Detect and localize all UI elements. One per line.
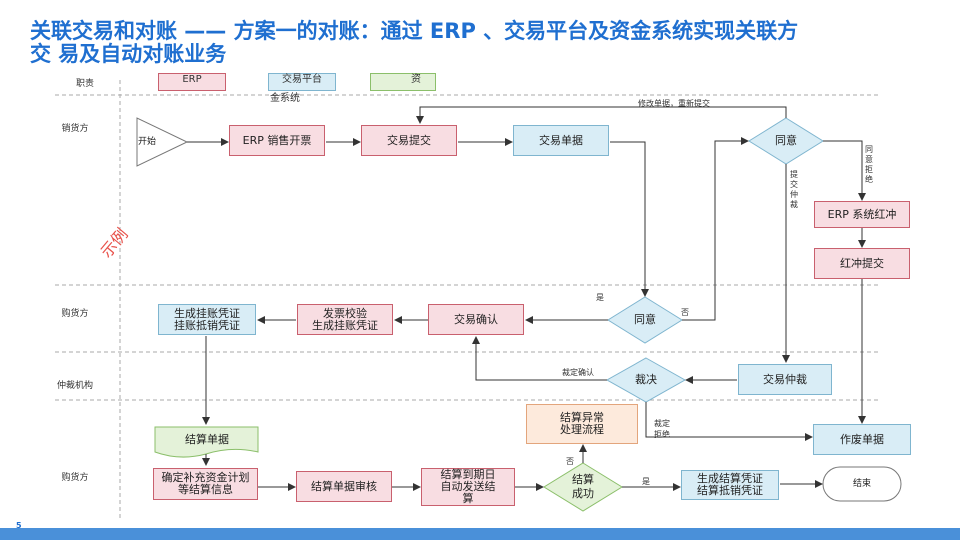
page-number: 5 <box>16 521 22 530</box>
page-title: 关联交易和对账 —— 方案一的对账：通过 ERP 、交易平台及资金系统实现关联方… <box>30 20 930 66</box>
note-yes-mid: 是 <box>596 293 604 302</box>
legend-header: 职责 <box>75 79 94 89</box>
legend-fund: 资 <box>370 73 436 91</box>
settle-review-node[interactable]: 结算单据审核 <box>296 471 392 502</box>
swimlane-dividers <box>55 80 880 520</box>
lane-buyer-2: 购货方 <box>61 473 89 483</box>
connectors <box>187 106 866 491</box>
settle-success-diamond-shape <box>543 462 623 512</box>
redflush-submit-node[interactable]: 红冲提交 <box>814 248 910 279</box>
settle-success-decision[interactable]: 结算 成功 <box>572 473 594 500</box>
erp-invoice-node[interactable]: ERP 销售开票 <box>229 125 325 156</box>
settle-exception-node[interactable]: 结算异常 处理流程 <box>526 404 638 444</box>
lane-arbitration: 仲裁机构 <box>56 381 93 391</box>
title-line-2: 交 易及自动对账业务 <box>30 42 227 66</box>
note-yes-settle: 是 <box>642 477 650 486</box>
agree-mid-diamond-shape <box>607 296 683 344</box>
note-no-settle: 否 <box>566 457 574 466</box>
title-line-1: 关联交易和对账 —— 方案一的对账：通过 ERP 、交易平台及资金系统实现关联方 <box>30 19 799 43</box>
trade-doc-node[interactable]: 交易单据 <box>513 125 609 156</box>
trade-submit-node[interactable]: 交易提交 <box>361 125 457 156</box>
edge-agreetop-modify <box>416 106 787 124</box>
note-agree-reject: 同意拒绝 <box>865 145 873 184</box>
legend-erp: ERP <box>158 73 226 91</box>
settle-auto-node[interactable]: 结算到期日 自动发送结 算 <box>421 468 515 506</box>
edge-agreetop-redflush <box>823 140 866 201</box>
trade-arbitration-node[interactable]: 交易仲裁 <box>738 364 832 395</box>
note-no-mid: 否 <box>681 308 689 317</box>
start-triangle-shape <box>136 117 189 167</box>
settle-doc-shape <box>154 426 259 458</box>
agree-mid-decision[interactable]: 同意 <box>634 313 656 326</box>
settle-doc-node[interactable]: 结算单据 <box>185 433 229 446</box>
arbitrate-decision[interactable]: 裁决 <box>635 373 657 386</box>
lane-seller: 销货方 <box>61 124 89 134</box>
edge-agreemid-agreetop <box>682 137 749 321</box>
trade-confirm-node[interactable]: 交易确认 <box>428 304 524 335</box>
edge-arbitrate-void <box>645 402 813 441</box>
footer-bar <box>0 528 960 540</box>
note-ruling-confirm: 裁定确认 <box>562 368 594 377</box>
settle-voucher-node[interactable]: 生成结算凭证 结算抵销凭证 <box>681 470 779 500</box>
void-doc-node[interactable]: 作废单据 <box>813 424 911 455</box>
end-node[interactable]: 结束 <box>852 479 871 489</box>
erp-redflush-node[interactable]: ERP 系统红冲 <box>814 201 910 228</box>
edge-arbitrate-confirm <box>472 336 607 381</box>
gen-voucher-node[interactable]: 生成挂账凭证 挂账抵销凭证 <box>158 304 256 335</box>
legend-fund-tail: 金系统 <box>270 93 300 104</box>
note-ruling-reject: 裁定 拒绝 <box>654 419 670 439</box>
fund-plan-node[interactable]: 确定补充资金计划 等结算信息 <box>153 468 258 500</box>
note-submit-arb: 提交仲裁 <box>790 170 798 209</box>
edge-doc-agreemid <box>610 141 649 297</box>
legend-platform: 交易平台 <box>268 73 336 91</box>
agree-top-decision[interactable]: 同意 <box>775 134 797 147</box>
note-modify: 修改单据，重新提交 <box>638 99 710 108</box>
end-terminator-shape <box>822 466 902 502</box>
start-label: 开始 <box>138 137 157 147</box>
lane-buyer: 购货方 <box>61 309 89 319</box>
invoice-check-node[interactable]: 发票校验 生成挂账凭证 <box>297 304 393 335</box>
